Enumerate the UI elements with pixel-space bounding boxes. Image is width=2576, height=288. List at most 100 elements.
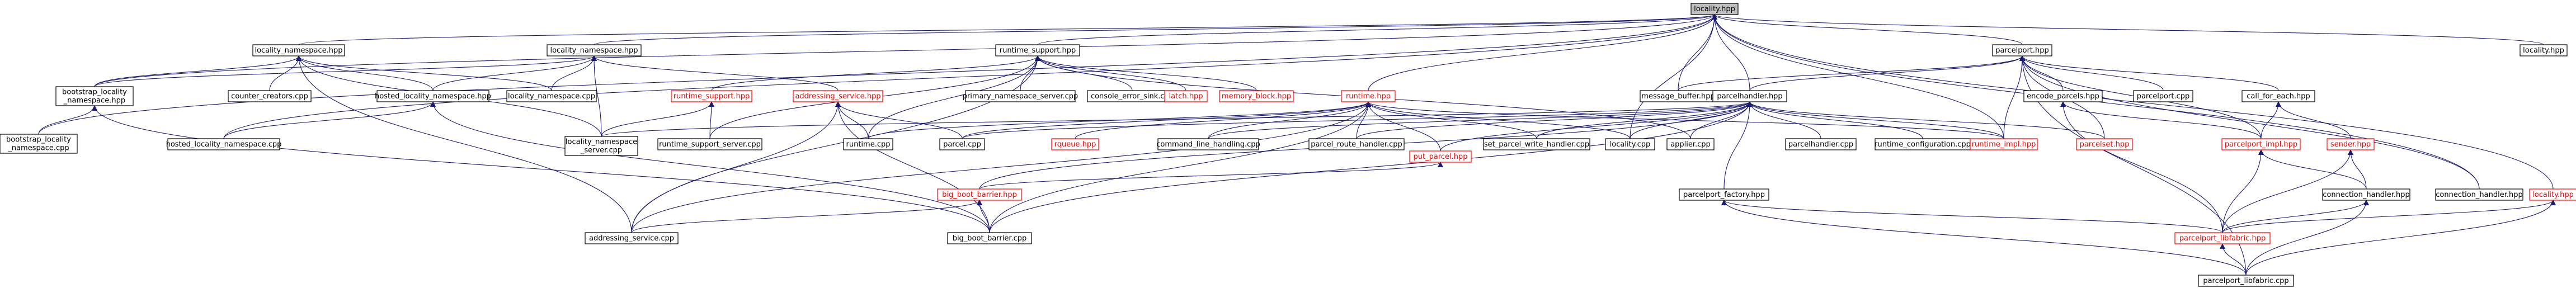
file-node-addressing-service-cpp[interactable]: addressing_service.cpp [585,232,679,244]
include-edge [2276,101,2351,139]
node-box [1219,90,1294,102]
file-node-runtime-hpp[interactable]: runtime.hpp [1341,90,1396,102]
node-box [939,138,985,150]
file-node-bootstrap-locality-namespace-cpp[interactable]: bootstrap_locality_namespace.cpp [0,134,78,154]
file-node-latch-hpp[interactable]: latch.hpp [1164,90,1208,102]
include-edge [601,101,1753,137]
file-node-rqueue-hpp[interactable]: rqueue.hpp [1051,138,1099,150]
include-edge [709,101,714,139]
file-node-parcel-route-handler-cpp[interactable]: parcel_route_handler.cpp [1308,138,1405,150]
file-node-connection-handler-hpp-a[interactable]: connection_handler.hpp [2322,188,2410,201]
node-label: console_error_sink.cpp [1091,92,1174,101]
file-node-parcelport-impl-hpp[interactable]: parcelport_impl.hpp [2221,138,2301,150]
file-node-big-boot-barrier-cpp[interactable]: big_boot_barrier.cpp [947,232,1032,244]
node-label: runtime_configuration.cpp [1875,140,1971,149]
include-edge [223,14,1717,139]
file-node-parcelhandler-hpp[interactable]: parcelhandler.hpp [1712,90,1787,102]
include-edge [631,101,841,233]
node-box [1341,90,1396,102]
include-edge [989,101,1753,233]
file-node-counter-creators-cpp[interactable]: counter_creators.cpp [228,90,312,102]
include-edge [1356,101,1753,139]
file-node-applier-cpp[interactable]: applier.cpp [1666,138,1715,150]
file-node-memory-block-hpp[interactable]: memory_block.hpp [1219,90,1294,102]
node-box [506,90,597,102]
node-label: parcel_route_handler.cpp [1311,140,1402,149]
node-label: sender.hpp [2330,140,2371,149]
node-label: call_for_each.hpp [2247,92,2310,101]
file-node-sender-hpp[interactable]: sender.hpp [2327,138,2375,150]
node-box [1679,188,1769,201]
file-node-runtime-cpp[interactable]: runtime.cpp [843,138,893,150]
file-node-parcelport-libfabric-hpp[interactable]: parcelport_libfabric.hpp [2174,232,2271,244]
node-label: put_parcel.hpp [1414,153,1468,161]
include-edge [1365,101,1631,139]
node-label: runtime.cpp [846,140,891,149]
node-box [55,86,134,106]
file-node-connection-handler-hpp-b[interactable]: connection_handler.hpp [2435,188,2523,201]
node-box [1409,150,1472,163]
file-node-locality-namespace-hpp-b[interactable]: locality_namespace.hpp [547,44,642,56]
file-node-primary-namespace-server-cpp[interactable]: primary_namespace_server.cpp [963,90,1079,102]
file-node-parcelport-factory-hpp[interactable]: parcelport_factory.hpp [1679,188,1769,201]
file-node-message-buffer-hpp[interactable]: message_buffer.hpp [1640,90,1717,102]
file-node-locality-hpp[interactable]: locality.hpp [1690,3,1739,15]
include-edge [1037,14,1717,45]
file-node-put-parcel-hpp[interactable]: put_parcel.hpp [1409,150,1472,163]
node-label: counter_creators.cpp [231,92,308,101]
file-node-hosted-locality-namespace-cpp[interactable]: hosted_locality_namespace.cpp [166,138,282,150]
node-label: parcelset.hpp [2080,140,2130,149]
file-node-locality-namespace-hpp-a[interactable]: locality_namespace.hpp [252,44,345,56]
file-node-addressing-service-hpp[interactable]: addressing_service.hpp [793,90,883,102]
file-node-console-error-sink-cpp[interactable]: console_error_sink.cpp [1087,90,1178,102]
node-label: bootstrap_locality [6,136,71,144]
node-label: _namespace.cpp [7,144,69,153]
include-edge [1075,101,1371,139]
include-edge [1365,101,1441,152]
include-edge [1208,101,1371,139]
file-node-hosted-locality-namespace-hpp[interactable]: hosted_locality_namespace.hpp [375,90,491,102]
file-node-set-parcel-write-handler-cpp[interactable]: set_parcel_write_handler.cpp [1483,138,1590,150]
node-label: bootstrap_locality [62,88,127,97]
include-edge [2222,149,2353,233]
file-node-runtime-support-server-cpp[interactable]: runtime_support_server.cpp [657,138,762,150]
include-edge [631,101,1371,233]
include-edge [1723,101,1753,190]
file-node-runtime-configuration-cpp[interactable]: runtime_configuration.cpp [1875,138,1971,150]
file-node-parcelport-hpp[interactable]: parcelport.hpp [1992,44,2052,56]
include-edge [1712,14,1750,91]
file-node-parcelhandler-cpp[interactable]: parcelhandler.cpp [1785,138,1857,150]
file-node-parcelport-cpp[interactable]: parcelport.cpp [2133,90,2193,102]
file-node-encode-parcels-hpp[interactable]: encode_parcels.hpp [2023,90,2103,102]
file-node-command-line-handling-cpp[interactable]: command_line_handling.cpp [1156,138,1260,150]
file-node-parcelset-hpp[interactable]: parcelset.hpp [2076,138,2133,150]
file-node-call-for-each-hpp[interactable]: call_for_each.hpp [2241,90,2315,102]
include-edge [430,101,990,233]
file-node-locality-namespace-server-cpp[interactable]: locality_namespace_server.cpp [564,136,638,156]
file-node-bootstrap-locality-namespace-hpp[interactable]: bootstrap_locality_namespace.hpp [55,86,134,106]
include-edge [296,55,434,91]
file-node-locality-cpp[interactable]: locality.cpp [1605,138,1655,150]
node-box [657,138,762,150]
file-node-runtime-support-hpp[interactable]: runtime_support.hpp [995,44,1080,56]
file-node-runtime-impl-hpp[interactable]: runtime_impl.hpp [1970,138,2038,150]
include-edge [296,55,552,91]
node-label: runtime.hpp [1346,92,1391,101]
file-node-parcel-cpp[interactable]: parcel.cpp [939,138,985,150]
file-node-locality-hpp-right[interactable]: locality.hpp [2520,44,2568,56]
node-label: locality.hpp [2532,191,2574,199]
node-box [1970,138,2038,150]
node-box [1483,138,1590,150]
file-node-locality-hpp-red[interactable]: locality.hpp [2529,188,2576,201]
include-edge [989,101,1371,233]
file-node-big-boot-barrier-hpp[interactable]: big_boot_barrier.hpp [937,188,1022,201]
node-label: encode_parcels.hpp [2027,92,2099,101]
file-node-locality-namespace-cpp[interactable]: locality_namespace.cpp [506,90,597,102]
node-box [2023,90,2103,102]
file-node-parcelport-libfabric-cpp[interactable]: parcelport_libfabric.cpp [2198,275,2294,287]
node-box [671,90,752,102]
include-edge [94,55,597,87]
node-label: connection_handler.hpp [2436,191,2522,199]
file-node-runtime-support-hpp-red[interactable]: runtime_support.hpp [671,90,752,102]
